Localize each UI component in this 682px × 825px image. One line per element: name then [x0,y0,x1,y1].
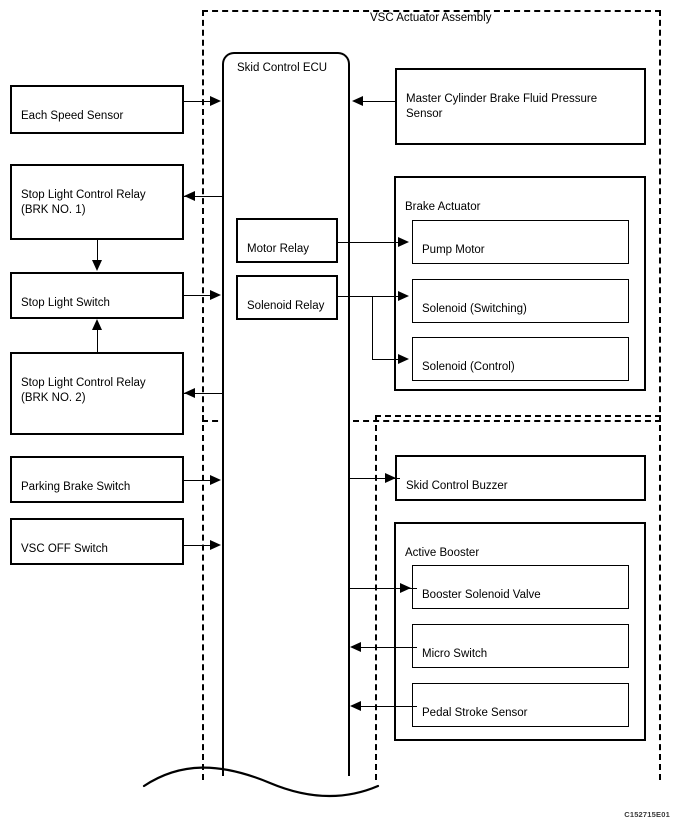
box-parking-brake-switch-label: Parking Brake Switch [21,481,131,494]
connector-motor-relay-to-pump-motor [338,242,400,243]
box-stop-light-control-relay-2[interactable]: Stop Light Control Relay (BRK NO. 2) [10,352,184,435]
connector-relay2-to-switch [97,330,98,352]
box-master-cylinder-sensor[interactable]: Master Cylinder Brake Fluid Pressure Sen… [395,68,646,145]
box-solenoid-switching-label: Solenoid (Switching) [422,303,527,316]
box-stop-light-control-relay-1[interactable]: Stop Light Control Relay (BRK NO. 1) [10,164,184,240]
diagram-break-wave [142,766,380,798]
box-vsc-off-switch[interactable]: VSC OFF Switch [10,518,184,565]
box-pedal-stroke-sensor-label: Pedal Stroke Sensor [422,707,528,720]
arrowhead-ecu-to-relay2 [184,388,195,398]
group-active-booster-label: Active Booster [405,547,480,560]
connector-parking-brake-to-ecu [184,480,212,481]
box-motor-relay[interactable]: Motor Relay [236,218,338,263]
arrowhead-motor-relay-to-pump-motor [398,237,409,247]
box-each-speed-sensor-label: Each Speed Sensor [21,110,124,123]
box-solenoid-relay-label: Solenoid Relay [247,300,325,313]
box-solenoid-switching[interactable]: Solenoid (Switching) [412,279,629,323]
arrowhead-pedal-stroke-to-ecu [350,701,361,711]
connector-master-cylinder-to-ecu [362,101,395,102]
connector-ecu-to-booster-valve [350,588,417,589]
connector-solenoid-relay-to-switching [338,296,400,297]
box-booster-solenoid-valve-label: Booster Solenoid Valve [422,589,541,602]
box-pump-motor-label: Pump Motor [422,244,485,257]
box-solenoid-control[interactable]: Solenoid (Control) [412,337,629,381]
connector-solenoid-relay-branch-vert [372,296,373,359]
box-vsc-off-switch-label: VSC OFF Switch [21,543,108,556]
box-stop-light-switch-label: Stop Light Switch [21,297,110,310]
box-stop-light-control-relay-2-label: Stop Light Control Relay (BRK NO. 2) [21,377,146,405]
box-skid-control-buzzer[interactable]: Skid Control Buzzer [395,455,646,501]
arrowhead-ecu-to-buzzer [385,473,396,483]
region-lower-dashed [375,415,661,780]
arrowhead-relay2-to-switch [92,319,102,330]
box-each-speed-sensor[interactable]: Each Speed Sensor [10,85,184,134]
box-booster-solenoid-valve[interactable]: Booster Solenoid Valve [412,565,629,609]
connector-ecu-to-buzzer [350,478,400,479]
group-brake-actuator-label: Brake Actuator [405,201,481,214]
arrowhead-master-cylinder-to-ecu [352,96,363,106]
box-micro-switch-label: Micro Switch [422,648,488,661]
region-vsc-actuator-assembly [202,10,661,422]
connector-micro-switch-to-ecu [360,647,417,648]
connector-switch-to-ecu [184,295,212,296]
box-micro-switch[interactable]: Micro Switch [412,624,629,668]
skid-control-ecu[interactable]: Skid Control ECU [222,52,350,776]
arrowhead-ecu-to-booster-valve [400,583,411,593]
region-vsc-actuator-assembly-label: VSC Actuator Assembly [370,12,492,24]
arrowhead-parking-brake-to-ecu [210,475,221,485]
box-skid-control-buzzer-label: Skid Control Buzzer [406,480,508,493]
box-pump-motor[interactable]: Pump Motor [412,220,629,264]
box-solenoid-relay[interactable]: Solenoid Relay [236,275,338,320]
region-left-dashed-spine [202,415,204,780]
box-stop-light-control-relay-1-label: Stop Light Control Relay (BRK NO. 1) [21,189,146,217]
box-solenoid-control-label: Solenoid (Control) [422,361,515,374]
box-pedal-stroke-sensor[interactable]: Pedal Stroke Sensor [412,683,629,727]
skid-control-ecu-label: Skid Control ECU [237,62,328,74]
connector-solenoid-relay-branch-horiz [372,359,400,360]
arrowhead-ecu-to-relay1 [184,191,195,201]
connector-relay1-to-switch [97,240,98,262]
connector-speed-sensor-to-ecu [184,101,212,102]
arrowhead-switch-to-ecu [210,290,221,300]
arrowhead-solenoid-relay-to-control [398,354,409,364]
box-master-cylinder-sensor-label: Master Cylinder Brake Fluid Pressure Sen… [406,93,598,121]
figure-id-code: C152715E01 [624,810,670,819]
arrowhead-relay1-to-switch [92,260,102,271]
connector-pedal-stroke-to-ecu [360,706,417,707]
connector-vsc-off-to-ecu [184,545,212,546]
box-motor-relay-label: Motor Relay [247,243,309,256]
arrowhead-vsc-off-to-ecu [210,540,221,550]
box-stop-light-switch[interactable]: Stop Light Switch [10,272,184,319]
arrowhead-micro-switch-to-ecu [350,642,361,652]
arrowhead-speed-sensor-to-ecu [210,96,221,106]
connector-ecu-to-relay1 [184,196,222,197]
box-parking-brake-switch[interactable]: Parking Brake Switch [10,456,184,503]
connector-ecu-to-relay2 [184,393,222,394]
arrowhead-solenoid-relay-to-switching [398,291,409,301]
